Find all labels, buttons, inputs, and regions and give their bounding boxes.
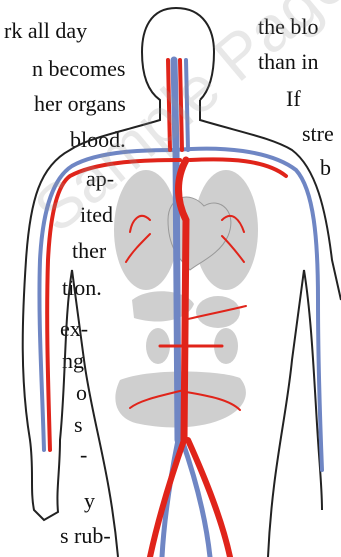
textbook-page: rk all day n becomes her organs blood. a… [0,0,341,557]
circulatory-system-illustration [0,0,341,557]
